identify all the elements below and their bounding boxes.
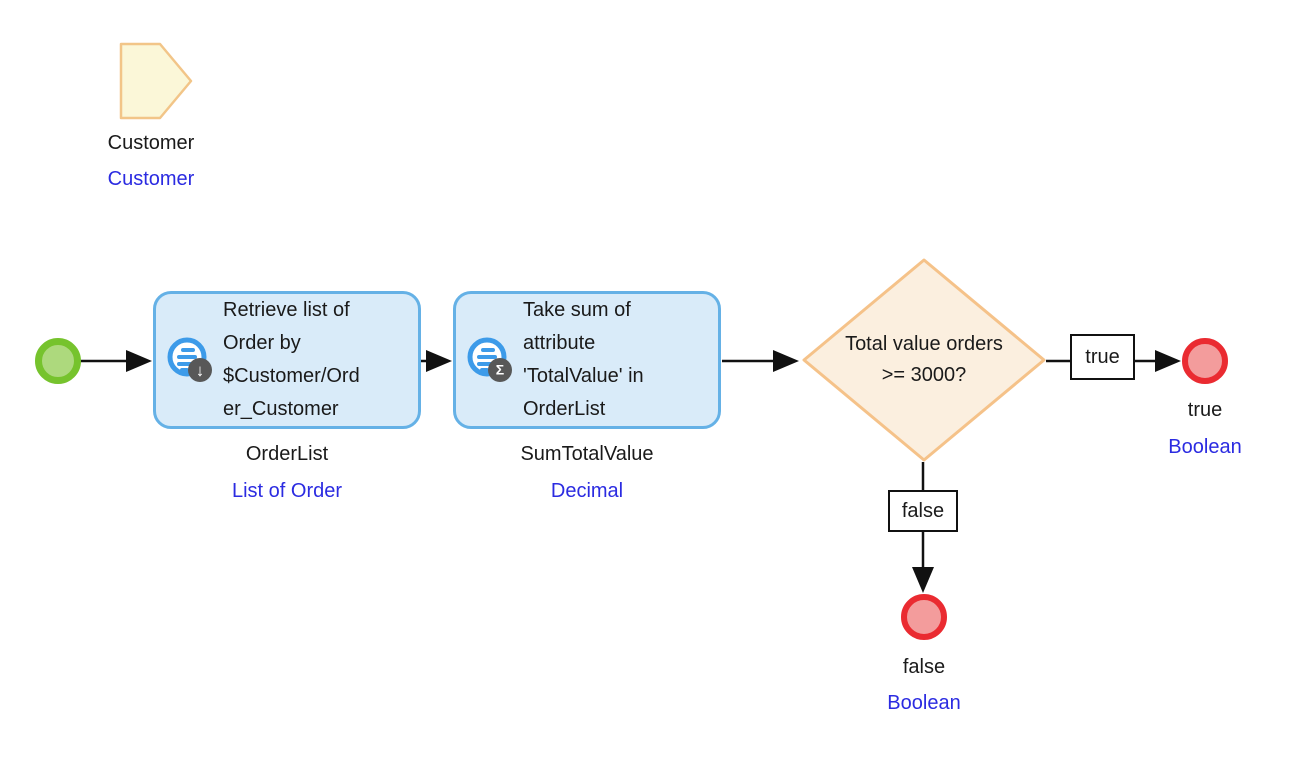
decision-diamond-shape	[802, 258, 1046, 462]
sigma-badge-icon: Σ	[488, 358, 512, 382]
end-event-name-label: true	[1187, 399, 1223, 421]
activity-output-type-label: Decimal	[550, 480, 624, 502]
activity-sum-total-value[interactable]: Σ Take sum of attribute 'TotalValue' in …	[453, 291, 721, 429]
flow-decision-false-arrowhead[interactable]	[912, 567, 934, 593]
svg-text:Σ: Σ	[496, 362, 504, 378]
end-event-name-label: false	[902, 656, 946, 678]
activity-output-name-label: SumTotalValue	[520, 443, 654, 465]
parameter-icon	[119, 42, 193, 120]
flow-retrieve-to-aggregate-arrowhead[interactable]	[426, 350, 452, 372]
retrieve-list-icon: ↓	[167, 337, 212, 382]
parameter-name-label: Customer	[107, 132, 195, 154]
flow-aggregate-to-decision-arrowhead[interactable]	[773, 350, 799, 372]
activity-output-type-label: List of Order	[231, 480, 343, 502]
download-badge-icon: ↓	[188, 358, 212, 382]
parameter-type-label: Customer	[107, 168, 195, 190]
end-event-true[interactable]	[1182, 338, 1228, 384]
end-event-type-label: Boolean	[887, 692, 961, 714]
aggregate-list-icon: Σ	[467, 337, 512, 382]
svg-text:↓: ↓	[196, 361, 205, 380]
start-event[interactable]	[35, 338, 81, 384]
parameter-customer[interactable]	[119, 42, 193, 120]
flow-decision-true-arrowhead[interactable]	[1155, 350, 1181, 372]
flow-label-true[interactable]: true	[1070, 334, 1135, 380]
decision-total-value[interactable]: Total value orders >= 3000?	[802, 258, 1046, 462]
activity-retrieve-order-list[interactable]: ↓ Retrieve list of Order by $Customer/Or…	[153, 291, 421, 429]
decision-caption: Total value orders >= 3000?	[845, 333, 1003, 386]
activity-caption: Retrieve list of Order by $Customer/Ord …	[223, 299, 360, 420]
flow-start-to-retrieve-arrowhead[interactable]	[126, 350, 152, 372]
end-event-false[interactable]	[901, 594, 947, 640]
activity-output-name-label: OrderList	[245, 443, 329, 465]
end-event-type-label: Boolean	[1168, 436, 1242, 458]
activity-caption: Take sum of attribute 'TotalValue' in Or…	[523, 299, 644, 420]
flow-label-false[interactable]: false	[888, 490, 958, 532]
